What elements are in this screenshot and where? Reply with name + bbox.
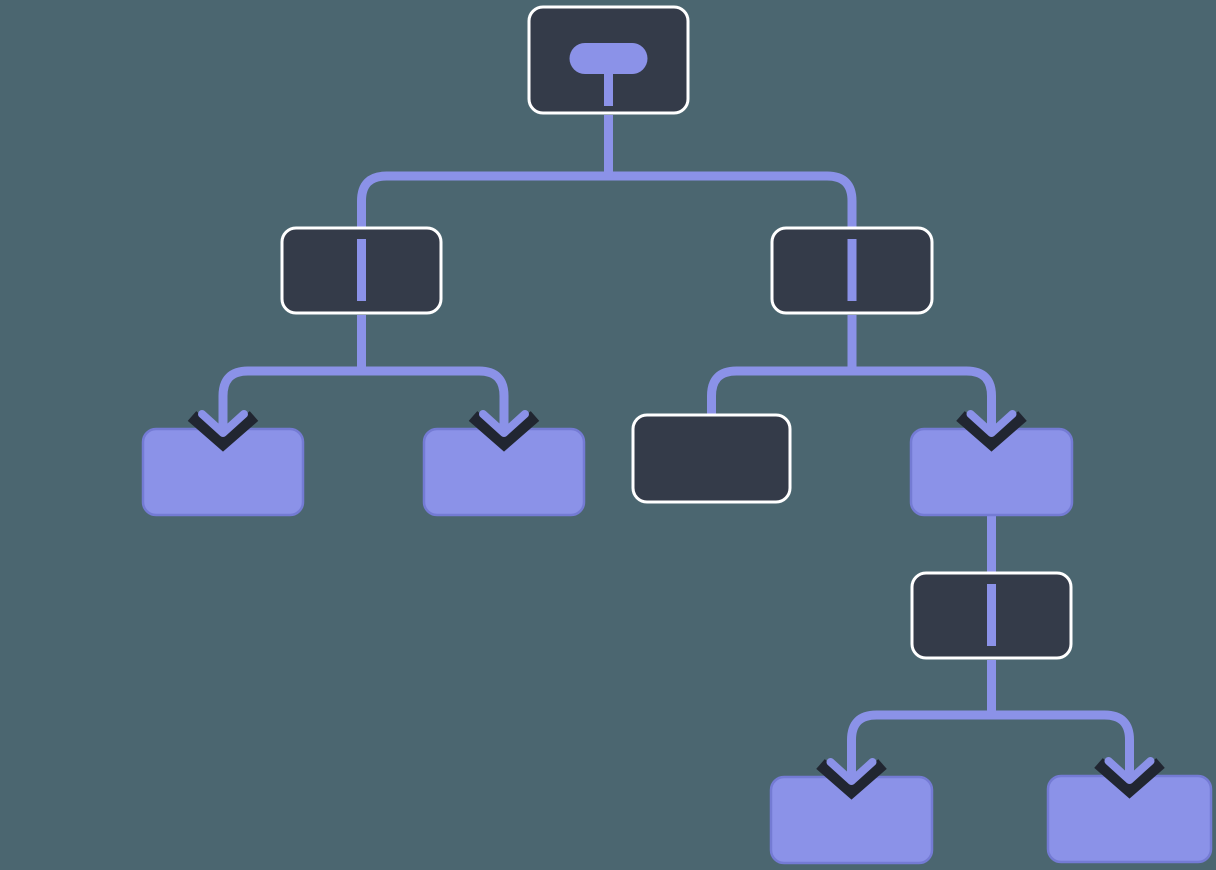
connector-bar-branch-left xyxy=(218,366,509,433)
arrow-head xyxy=(826,758,877,785)
drop-arrow-icon xyxy=(816,758,887,800)
arrow-chevron xyxy=(1094,758,1165,799)
arrow-chevron xyxy=(187,411,259,452)
drop-arrow-icon xyxy=(187,410,259,452)
connectors-layer xyxy=(218,115,1134,781)
node-icons-layer xyxy=(357,43,996,646)
arrow-head xyxy=(966,410,1017,437)
arrow-chevron xyxy=(468,411,540,452)
drop-arrow-icon xyxy=(1094,757,1165,799)
drop-arrow-icon xyxy=(468,410,540,452)
arrow-head xyxy=(1104,757,1155,784)
drop-arrow-icon xyxy=(956,410,1027,452)
collapsed-node[interactable] xyxy=(631,413,792,504)
arrow-head xyxy=(479,410,529,437)
arrow-head xyxy=(198,410,248,437)
pill-icon xyxy=(569,43,648,106)
connector-bar-branch-right xyxy=(707,366,996,433)
arrows-layer xyxy=(187,410,1165,800)
arrow-chevron xyxy=(816,759,887,800)
pill-shape xyxy=(569,43,648,74)
nodes-layer xyxy=(141,5,1213,865)
connector-bar-branch-bottom xyxy=(847,710,1134,781)
arrow-chevron xyxy=(956,411,1027,452)
connector-bar-root xyxy=(357,171,857,230)
